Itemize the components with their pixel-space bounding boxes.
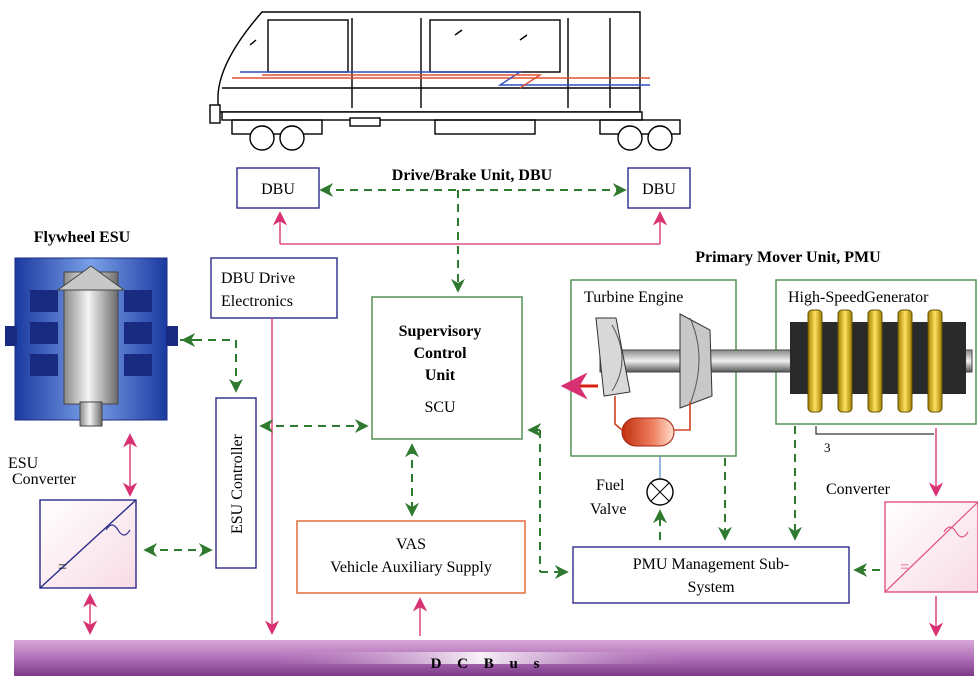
vas-label-1: VAS <box>396 536 426 553</box>
dc-bus-label: D C B u s <box>431 656 546 672</box>
turbine-icon <box>595 313 713 447</box>
flywheel-esu-title: Flywheel ESU <box>34 229 131 246</box>
dbu-right-box[interactable] <box>627 167 691 209</box>
scu-label-1: Supervisory <box>399 323 482 340</box>
svg-text:=: = <box>58 559 67 576</box>
dbu-left-label: DBU <box>261 181 295 198</box>
esu-converter-label-1: ESU <box>8 455 39 472</box>
esu-converter-icon[interactable]: = <box>39 499 137 589</box>
pmu-management-label-1: PMU Management Sub- <box>633 556 789 573</box>
svg-text:=: = <box>900 559 909 576</box>
turbine-engine-label: Turbine Engine <box>584 289 683 306</box>
generator-label: High-SpeedGenerator <box>788 289 929 306</box>
fuel-valve-icon[interactable] <box>646 478 674 506</box>
pmu-management-box[interactable] <box>572 546 850 604</box>
fuel-valve-label-2: Valve <box>590 501 626 518</box>
vas-box[interactable] <box>296 520 526 594</box>
esu-controller-box[interactable] <box>215 397 257 569</box>
dbu-drive-label-2: Electronics <box>221 293 293 310</box>
scu-label-2: Control <box>413 345 467 362</box>
generator-icon: 3 <box>790 309 966 455</box>
vas-label-2: Vehicle Auxiliary Supply <box>330 559 492 576</box>
dbu-right-label: DBU <box>642 181 676 198</box>
dbu-drive-label-1: DBU Drive <box>221 270 295 287</box>
converter-label: Converter <box>826 481 891 498</box>
dbu-left-box[interactable] <box>236 167 320 209</box>
dbu-drive-electronics-box[interactable] <box>210 257 338 319</box>
pmu-title: Primary Mover Unit, PMU <box>695 249 881 266</box>
dbu-title: Drive/Brake Unit, DBU <box>392 167 553 184</box>
flywheel-icon <box>5 257 178 427</box>
esu-converter-label-2: Converter <box>12 471 77 488</box>
train-icon <box>209 11 681 151</box>
scu-label-3: Unit <box>425 367 456 384</box>
phase-count: 3 <box>824 440 831 455</box>
converter-icon[interactable]: = <box>884 501 978 593</box>
fuel-valve-label-1: Fuel <box>596 477 625 494</box>
scu-label-4: SCU <box>424 399 456 416</box>
dc-bus: D C B u s <box>14 640 974 676</box>
pmu-management-label-2: System <box>687 579 735 596</box>
esu-controller-label: ESU Controller <box>229 433 246 534</box>
scu-box[interactable] <box>371 296 523 440</box>
